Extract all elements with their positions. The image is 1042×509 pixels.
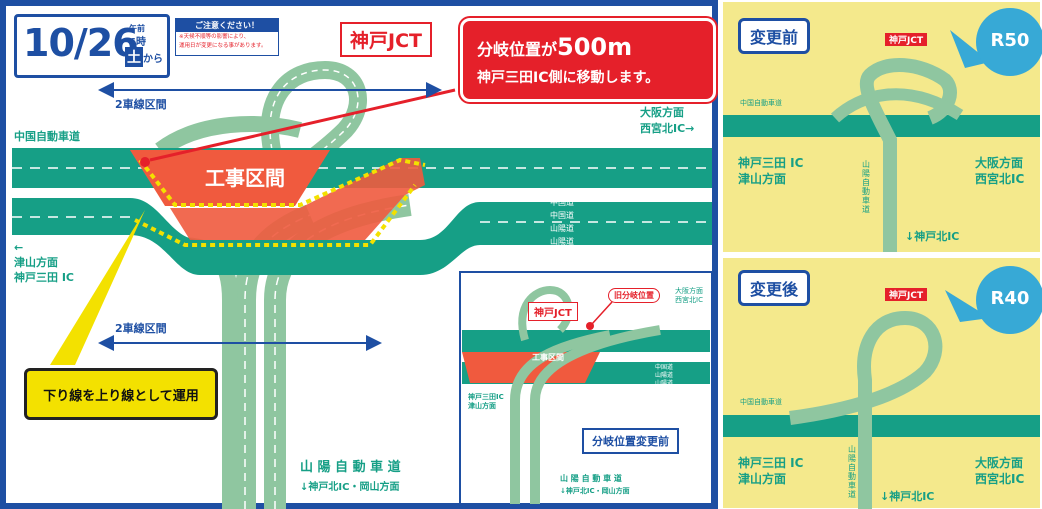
two-lane-bottom-label: 2車線区間 [115,322,167,335]
after-east: 大阪方面 西宮北IC [975,455,1024,487]
inset-construction-label: 工事区間 [532,353,564,362]
sanyo-line1: 山 陽 自 動 車 道 [300,460,401,475]
inset-map [459,271,713,505]
inset-sanyo-line1: 山 陽 自 動 車 道 [560,474,622,483]
notice-title: ご注意ください！ [176,19,278,32]
after-radius-bubble [976,266,1042,334]
construction-label: 工事区間 [205,166,285,190]
after-west-line1: 神戸三田 IC [738,456,804,470]
before-east-line1: 大阪方面 [975,156,1024,170]
inset-jct-label: 神戸JCT [528,302,578,321]
after-south: ↓神戸北IC [880,490,935,503]
notice-line1: ※天候不順等の影響により、 [179,34,250,40]
inset-lane-label-2: 中国道 [655,364,674,371]
before-west: 神戸三田 IC 津山方面 [738,155,803,187]
date-text: 10/26 [23,21,139,65]
before-jct-label: 神戸JCT [885,33,928,46]
after-west-line2: 津山方面 [738,472,787,486]
after-chugoku-label: 中国自動車道 [740,398,782,406]
osaka-direction: 大阪方面 西宮北IC→ [640,104,694,136]
tsuyama-line2: 神戸三田 IC [14,271,74,284]
inset-lane-label-1: 中国道 [655,356,674,363]
branch-callout: 分岐位置が500m 神戸三田IC側に移動します。 [460,18,716,102]
chugoku-label: 中国自動車道 [14,130,80,143]
lane-label-3: 山陽道 [550,224,574,233]
callout-line1: 分岐位置が500m [477,33,632,61]
after-radius: R40 [990,288,1030,309]
tsuyama-direction: ← 津山方面 神戸三田 IC [14,240,74,285]
chugoku-lower-carriageway [12,198,712,275]
yellow-pointer [50,210,145,365]
sanyo-line2: ↓神戸北IC・岡山方面 [300,482,400,493]
date-box: 10/26 午前 6時 土 から [14,14,170,78]
before-badge: 変更前 [738,18,811,54]
osaka-line2: 西宮北IC→ [640,122,695,135]
after-east-line1: 大阪方面 [975,456,1024,470]
callout-distance: 500m [557,33,633,61]
before-sanyo-vertical: 山陽自動車道 [862,160,870,214]
osaka-line1: 大阪方面 [640,106,684,119]
inset-osaka-line1: 大阪方面 [675,287,703,295]
before-radius-bubble [976,8,1042,76]
callout-line1-a: 分岐位置が [477,40,558,59]
after-east-line2: 西宮北IC [975,472,1025,486]
before-chugoku-label: 中国自動車道 [740,99,782,107]
inset-osaka: 大阪方面 西宮北IC [675,287,703,305]
lane-label-2: 中国道 [550,211,574,220]
tsuyama-line1: 津山方面 [14,256,58,269]
time-hour: 6時 [129,37,146,48]
north-ramp [155,116,302,157]
after-loop [789,310,943,509]
weekday: 土 [125,47,143,67]
two-lane-top-label: 2車線区間 [115,98,167,111]
after-badge: 変更後 [738,270,811,306]
before-panel [723,2,1042,252]
inset-osaka-line2: 西宮北IC [675,296,703,304]
inset-sanyo-line2: ↓神戸北IC・岡山方面 [560,487,630,495]
yellow-callout: 下り線を上り線として運用 [24,368,218,420]
inset-tsuyama-line1: 神戸三田IC [468,393,504,401]
notice-line2: 運用日が変更になる事があります。 [179,43,267,49]
notice-box: ご注意ください！ ※天候不順等の影響により、 運用日が変更になる事があります。 [175,18,279,56]
inset-lane-labels: 中国道 中国道 山陽道 山陽道 [655,356,673,388]
inset-frame [459,271,713,505]
inset-sanyo: 山 陽 自 動 車 道 ↓神戸北IC・岡山方面 [560,473,630,497]
jct-label: 神戸JCT [340,22,432,57]
construction-border [138,157,426,207]
callout-line2: 神戸三田IC側に移動します。 [477,70,660,86]
inset-tsuyama: 神戸三田IC 津山方面 [468,393,504,411]
before-east: 大阪方面 西宮北IC [975,155,1024,187]
after-jct-label: 神戸JCT [885,288,928,301]
before-east-line2: 西宮北IC [975,172,1025,186]
after-west: 神戸三田 IC 津山方面 [738,455,803,487]
inset-old-branch: 旧分岐位置 [608,288,660,303]
before-south: ↓神戸北IC [905,230,960,243]
inset-lane-label-4: 山陽道 [655,380,674,387]
from-text: から [143,54,163,65]
before-loop [859,58,957,252]
lane-label-4: 山陽道 [550,237,574,246]
time-small: 午前 [129,24,145,33]
construction-zone [130,150,330,206]
callout-pointer [149,88,456,162]
lane-label-1: 中国道 [550,198,574,207]
tsuyama-arrow: ← [14,241,24,254]
after-sanyo-vertical: 山陽自動車道 [848,445,856,499]
before-west-line2: 津山方面 [738,172,787,186]
inset-lane-label-3: 山陽道 [655,372,674,379]
inset-change-box: 分岐位置変更前 [582,428,679,454]
sanyo-direction: 山 陽 自 動 車 道 ↓神戸北IC・岡山方面 [300,458,401,498]
before-west-line1: 神戸三田 IC [738,156,804,170]
lane-label-stack: 中国道 中国道 山陽道 山陽道 [550,196,574,248]
before-radius: R50 [990,30,1030,51]
inset-tsuyama-line2: 津山方面 [468,402,496,410]
